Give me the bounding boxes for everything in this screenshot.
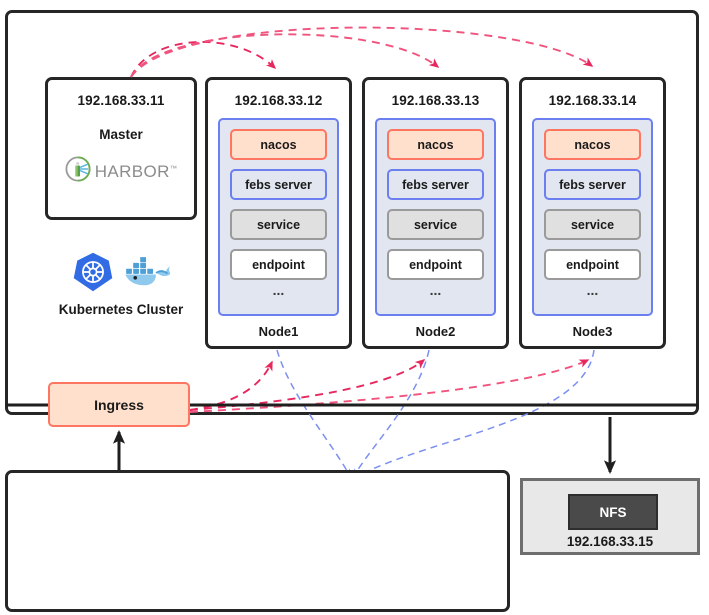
node2-ip-label: 192.168.33.13 bbox=[391, 93, 480, 108]
node1-ip-label: 192.168.33.12 bbox=[234, 93, 323, 108]
nfs-box[interactable]: NFS bbox=[568, 494, 658, 530]
node1-chip-nacos[interactable]: nacos bbox=[230, 129, 327, 160]
node3-ip-label: 192.168.33.14 bbox=[548, 93, 637, 108]
node-box-node3[interactable]: 192.168.33.14 nacos febs server service … bbox=[519, 77, 666, 349]
node1-name-label: Node1 bbox=[258, 324, 299, 339]
node3-chip-service[interactable]: service bbox=[544, 209, 641, 240]
harbor-wordmark: HARBOR™ bbox=[94, 161, 178, 181]
node1-chip-endpoint[interactable]: endpoint bbox=[230, 249, 327, 280]
harbor-icon bbox=[65, 156, 91, 187]
ingress-box[interactable]: Ingress bbox=[48, 382, 190, 427]
master-role-label: Master bbox=[99, 127, 143, 142]
node1-more-indicator: ... bbox=[272, 282, 285, 298]
node1-pod-panel: nacos febs server service endpoint ... bbox=[218, 118, 339, 316]
node-box-node1[interactable]: 192.168.33.12 nacos febs server service … bbox=[205, 77, 352, 349]
docker-icon bbox=[122, 252, 171, 297]
node2-name-label: Node2 bbox=[415, 324, 456, 339]
node2-chip-endpoint[interactable]: endpoint bbox=[387, 249, 484, 280]
node3-pod-panel: nacos febs server service endpoint ... bbox=[532, 118, 653, 316]
node3-name-label: Node3 bbox=[572, 324, 613, 339]
node3-chip-endpoint[interactable]: endpoint bbox=[544, 249, 641, 280]
nfs-container: NFS 192.168.33.15 bbox=[520, 478, 700, 555]
node2-chip-febs-server[interactable]: febs server bbox=[387, 169, 484, 200]
extend-container: FEBS Cloud Web Database APM Extend 192.1… bbox=[5, 470, 510, 612]
node3-more-indicator: ... bbox=[586, 282, 599, 298]
node1-chip-service[interactable]: service bbox=[230, 209, 327, 240]
harbor-logo-wrap: HARBOR™ bbox=[48, 156, 194, 187]
cluster-logo-row bbox=[72, 250, 171, 298]
cluster-caption: Kubernetes Cluster bbox=[58, 302, 184, 317]
node2-pod-panel: nacos febs server service endpoint ... bbox=[375, 118, 496, 316]
node2-more-indicator: ... bbox=[429, 282, 442, 298]
node3-chip-nacos[interactable]: nacos bbox=[544, 129, 641, 160]
master-node-box[interactable]: 192.168.33.11 Master HARBOR™ bbox=[45, 77, 197, 220]
node2-chip-service[interactable]: service bbox=[387, 209, 484, 240]
nfs-ip-label: 192.168.33.15 bbox=[566, 534, 654, 549]
cluster-logos: Kubernetes Cluster bbox=[45, 250, 197, 317]
node2-chip-nacos[interactable]: nacos bbox=[387, 129, 484, 160]
node-box-node2[interactable]: 192.168.33.13 nacos febs server service … bbox=[362, 77, 509, 349]
node1-chip-febs-server[interactable]: febs server bbox=[230, 169, 327, 200]
kubernetes-icon bbox=[72, 251, 114, 298]
master-ip-label: 192.168.33.11 bbox=[77, 93, 165, 108]
node3-chip-febs-server[interactable]: febs server bbox=[544, 169, 641, 200]
